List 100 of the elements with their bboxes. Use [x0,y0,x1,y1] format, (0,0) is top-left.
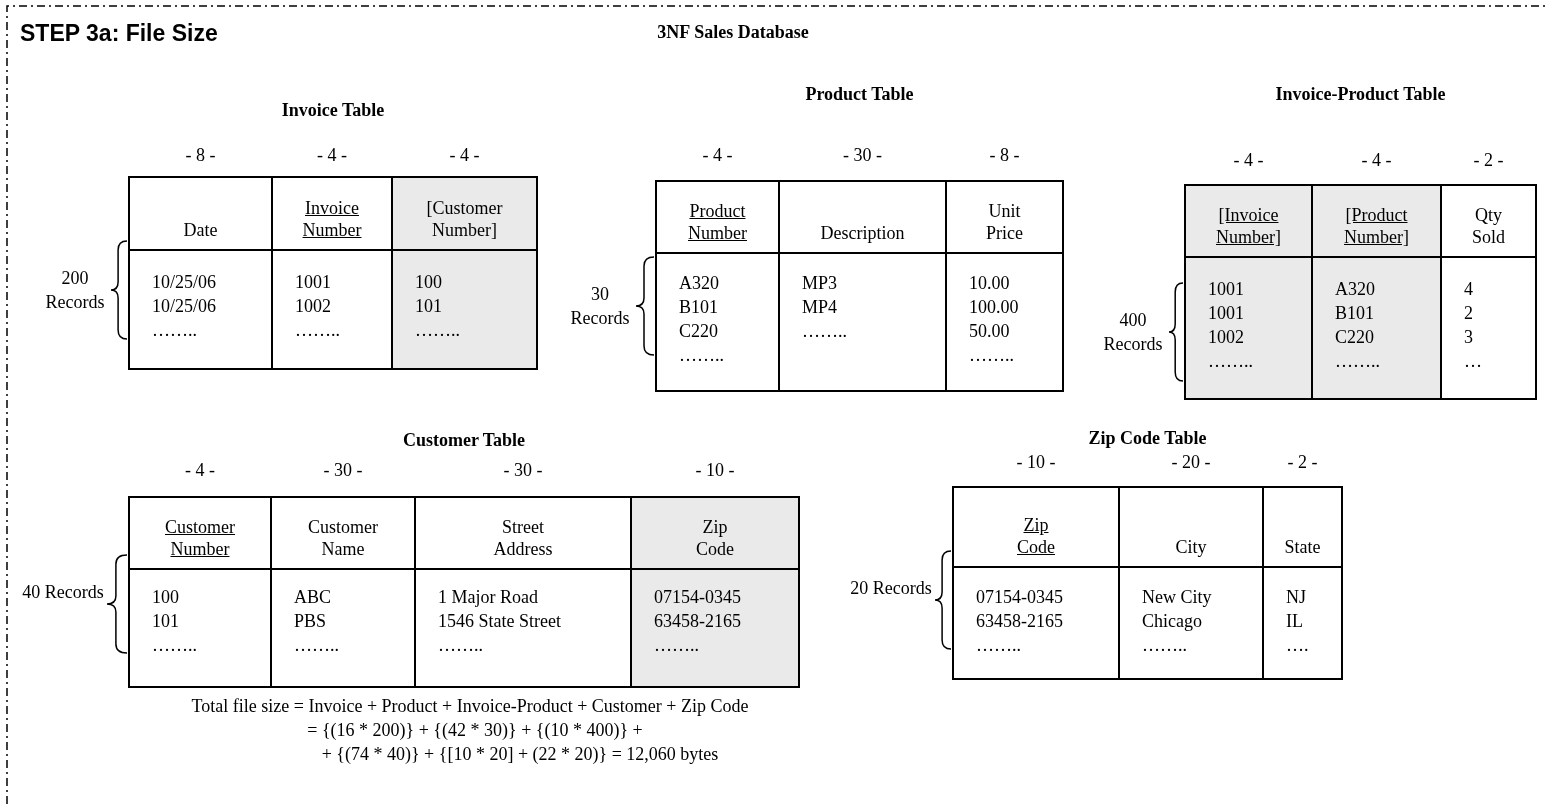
cell-value: NJ [1286,586,1306,608]
cell-value: A320 [1335,278,1375,300]
table-title: Invoice Table [280,100,386,121]
column-header: Customer Name [308,516,378,560]
table-title: Customer Table [401,430,527,451]
cell-value: 1001 [1208,278,1244,300]
table-column [128,176,273,370]
field-width: - 4 - [448,145,481,166]
column-header: Customer Number [165,516,235,560]
field-width: - 4 - [184,460,216,481]
cell-value: 50.00 [969,320,1010,342]
table-column [1262,486,1343,680]
table-column [1184,184,1313,400]
column-header: Zip Code [696,516,734,560]
cell-value: …….. [152,319,197,341]
cell-value: 1002 [1208,326,1244,348]
cell-value: …….. [1208,350,1253,372]
column-header: Date [183,219,218,241]
cell-value: 63458-2165 [976,610,1063,632]
cell-value: 63458-2165 [654,610,741,632]
column-header: City [1175,536,1207,558]
column-header: Street Address [493,516,553,560]
cell-value: 100 [415,271,442,293]
cell-value: …….. [802,320,847,342]
cell-value: 1001 [295,271,331,293]
table-column [128,496,272,688]
column-header: Zip Code [1017,514,1055,558]
field-width: - 4 - [1232,150,1265,171]
record-count: 20 Records [849,577,933,600]
cell-value: 2 [1464,302,1473,324]
table-column [270,496,416,688]
cell-value: …….. [1142,634,1187,656]
column-header: State [1284,536,1321,558]
record-count: 200 Records [44,267,106,314]
cell-value: …….. [679,344,724,366]
cell-value: …….. [654,634,699,656]
column-header: Description [820,222,905,244]
column-header: Invoice Number [302,197,362,241]
heading-text: 3NF Sales Database [657,22,809,43]
field-width: - 2 - [1472,150,1505,171]
cell-value: …….. [295,319,340,341]
cell-value: 10.00 [969,272,1010,294]
table-title: Product Table [804,84,915,105]
cell-value: 07154-0345 [976,586,1063,608]
formula-text: + {(74 * 40)} + {[10 * 20] + (22 * 20)} = 12,060 bytes [321,744,719,765]
cell-value: …….. [976,634,1021,656]
cell-value: 10/25/06 [152,295,216,317]
field-width: - 10 - [694,460,736,481]
cell-value: …….. [294,634,339,656]
column-header: [Invoice Number] [1216,204,1281,248]
cell-value: 07154-0345 [654,586,741,608]
cell-value: …….. [969,344,1014,366]
cell-value: MP3 [802,272,837,294]
cell-value: B101 [679,296,718,318]
table-column [1311,184,1442,400]
cell-value: New City [1142,586,1212,608]
field-width: - 8 - [184,145,217,166]
cell-value: 3 [1464,326,1473,348]
cell-value: 101 [152,610,179,632]
cell-value: MP4 [802,296,837,318]
cell-value: 1001 [1208,302,1244,324]
page-heading: STEP 3a: File Size [20,20,218,47]
table-title: Invoice-Product Table [1274,84,1447,105]
cell-value: …….. [415,319,460,341]
table-title: Zip Code Table [1087,428,1208,449]
cell-value: C220 [679,320,718,342]
database-table [848,428,1343,680]
cell-value: PBS [294,610,327,632]
table-column [952,486,1120,680]
record-count: 400 Records [1102,309,1164,356]
formula-text: Total file size = Invoice + Product + Invoice-Product + Customer + Zip Code [191,696,749,717]
cell-value: …….. [1335,350,1380,372]
formula-text: = {(16 * 200)} + {(42 * 30)} + {(10 * 400)} + [307,720,643,741]
cell-value: … [1464,350,1482,372]
field-width: - 2 - [1286,452,1319,473]
column-header: Qty Sold [1472,204,1505,248]
field-width: - 30 - [502,460,544,481]
record-count: 30 Records [569,283,631,330]
table-column [630,496,800,688]
cell-value: ABC [294,586,331,608]
table-column [391,176,538,370]
column-header: [Customer Number] [426,197,503,241]
table-column [945,180,1064,392]
field-width: - 30 - [322,460,364,481]
cell-value: 4 [1464,278,1473,300]
cell-value: 1002 [295,295,331,317]
cell-value: A320 [679,272,719,294]
cell-value: C220 [1335,326,1374,348]
column-header: Product Number [688,200,747,244]
cell-value: 10/25/06 [152,271,216,293]
cell-value: 100.00 [969,296,1019,318]
column-header: [Product Number] [1344,204,1409,248]
record-count: 40 Records [21,581,105,604]
cell-value: Chicago [1142,610,1202,632]
cell-value: …. [1286,634,1309,656]
cell-value: 100 [152,586,179,608]
field-width: - 4 - [316,145,348,166]
column-header: Unit Price [986,200,1023,244]
cell-value: 101 [415,295,442,317]
table-column [1440,184,1537,400]
